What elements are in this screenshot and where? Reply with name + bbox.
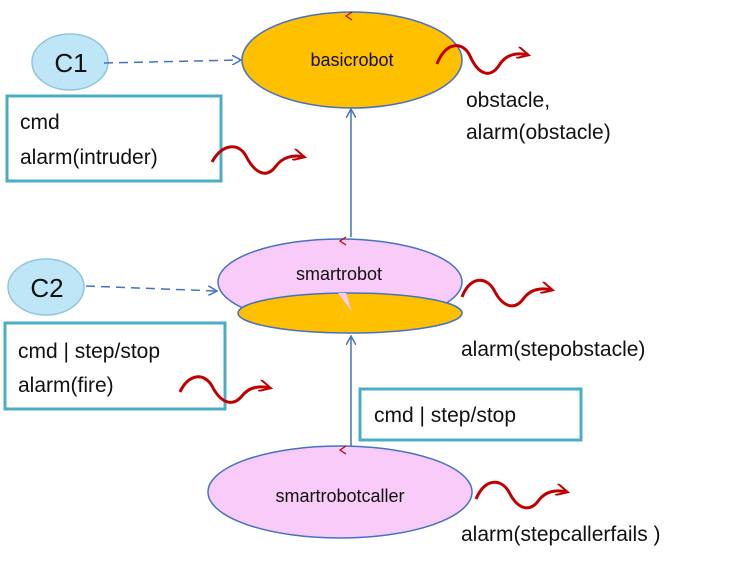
basicrobot-node[interactable]: basicrobot <box>241 11 463 109</box>
box3-line-1: cmd | step/stop <box>374 404 516 427</box>
caller-event-squiggle <box>474 480 567 510</box>
client-c1-label: C1 <box>54 48 87 78</box>
smartrobotcaller-label: smartrobotcaller <box>275 486 404 506</box>
c2-to-smartrobot-arrow <box>85 285 216 291</box>
smartrobot-note: alarm(stepobstacle) <box>461 338 645 361</box>
basicrobot-note-line-2: alarm(obstacle) <box>466 121 611 144</box>
fire-event-squiggle <box>178 375 270 404</box>
smartrobot-node[interactable]: smartrobot <box>217 238 463 334</box>
message-box-basicrobot: cmd alarm(intruder) <box>5 94 223 183</box>
smartrobot-event-squiggle <box>460 278 552 308</box>
c1-to-basicrobot-arrow <box>103 60 240 63</box>
box1-line-2: alarm(intruder) <box>20 146 158 169</box>
smartrobot-notch <box>338 293 352 312</box>
smartrobot-label: smartrobot <box>296 264 382 284</box>
smartrobot-input-marker <box>338 236 347 246</box>
box2-line-2: alarm(fire) <box>18 374 114 397</box>
basicrobot-label: basicrobot <box>310 50 393 70</box>
client-c2[interactable]: C2 <box>7 258 85 316</box>
caller-note: alarm(stepcallerfails ) <box>461 523 661 546</box>
basicrobot-event-squiggle <box>435 44 528 75</box>
client-c1[interactable]: C1 <box>31 33 109 91</box>
message-box-caller: cmd | step/stop <box>358 387 583 442</box>
basicrobot-note-line-1: obstacle, <box>466 89 550 112</box>
basicrobot-input-marker <box>344 11 353 21</box>
message-box-smartrobot: cmd | step/stop alarm(fire) <box>3 321 227 411</box>
box1-line-1: cmd <box>20 111 60 134</box>
smartrobot-inner-basicrobot <box>237 292 463 334</box>
client-c2-label: C2 <box>30 273 63 303</box>
box2-line-1: cmd | step/stop <box>18 340 160 363</box>
smartrobotcaller-input-marker <box>338 445 347 455</box>
smartrobotcaller-node[interactable]: smartrobotcaller <box>207 445 473 539</box>
intruder-event-squiggle <box>210 145 304 175</box>
